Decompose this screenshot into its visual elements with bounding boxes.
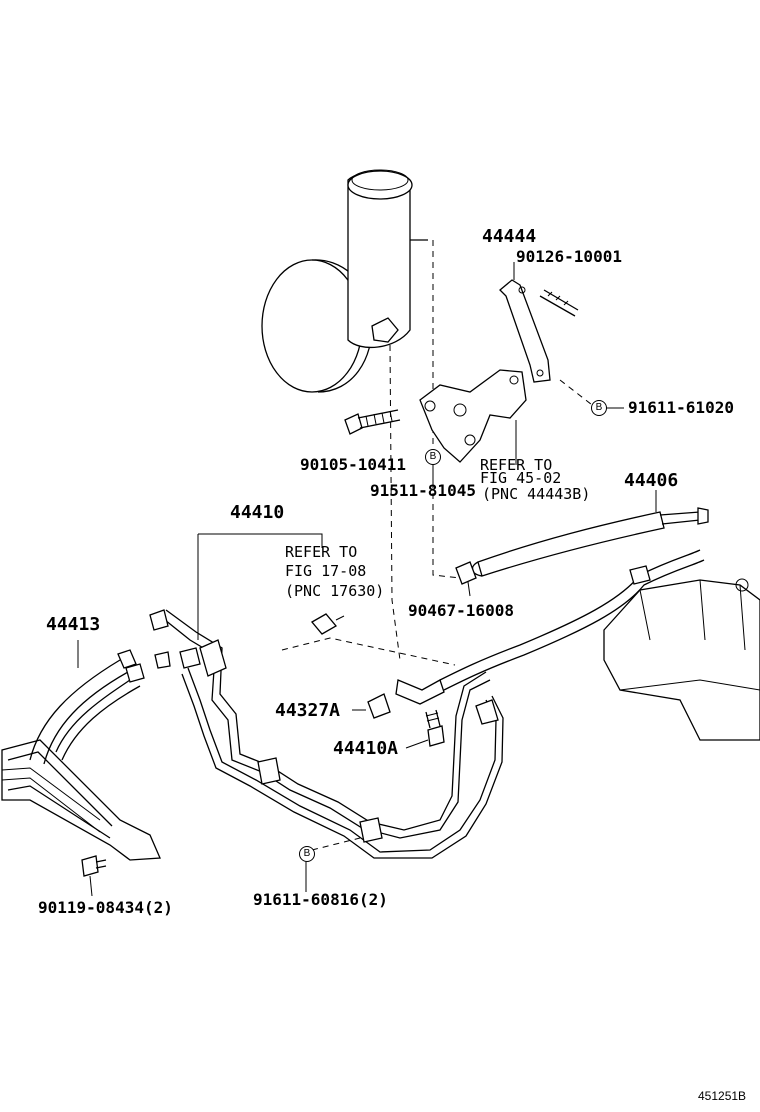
bolt-90119 <box>81 855 107 897</box>
label-44406: 44406 <box>624 470 679 491</box>
clamp-44327a <box>367 693 391 719</box>
bracket-44444 <box>499 279 551 383</box>
label-44410a: 44410A <box>333 738 399 759</box>
refer-fig-17-08-line3: (PNC 17630) <box>285 582 385 600</box>
label-44413: 44413 <box>46 614 101 635</box>
refer-fig-17-08-line2: FIG 17-08 <box>285 562 367 580</box>
label-44410: 44410 <box>230 502 285 523</box>
tube-assembly-44410 <box>149 609 504 859</box>
bolt-90105 <box>344 409 401 435</box>
label-44444: 44444 <box>482 226 537 247</box>
guide-line-reservoir <box>432 240 461 579</box>
guide-line-return <box>389 344 401 661</box>
pump-bracket <box>419 369 527 463</box>
label-90105-10411: 90105-10411 <box>300 455 406 474</box>
stud-90126 <box>539 289 579 317</box>
refer-fig-45-02-line2: FIG 45-02 <box>480 469 562 487</box>
figure-code: 451251B <box>698 1089 747 1103</box>
label-90467-16008: 90467-16008 <box>408 601 514 620</box>
guide-line-bolt-b3 <box>311 837 361 851</box>
pressure-switch <box>311 613 345 635</box>
label-90119-08434: 90119-08434(2) <box>38 898 173 917</box>
hose-44406 <box>471 507 709 577</box>
label-90126-10001: 90126-10001 <box>516 247 622 266</box>
marker-b-91611-60816: B <box>299 846 315 862</box>
clamp-90467 <box>455 561 477 597</box>
pressure-tube <box>439 549 705 691</box>
leader-44410 <box>197 533 323 640</box>
cooler-44413 <box>29 649 145 765</box>
refer-fig-45-02-line1: REFER TO <box>480 456 553 474</box>
guide-line-switch <box>281 637 456 666</box>
label-91611-60816: 91611-60816(2) <box>253 890 388 909</box>
marker-b-91511-81045: B <box>425 449 441 465</box>
bolt-44410a <box>425 709 445 747</box>
label-44327a: 44327A <box>275 700 341 721</box>
reservoir-tank <box>347 169 428 349</box>
marker-b-91611-61020: B <box>591 400 607 416</box>
tube-bracket <box>395 679 445 705</box>
leader-44410a <box>405 739 429 749</box>
cooler-frame <box>1 739 161 861</box>
refer-fig-45-02-line3: (PNC 44443B) <box>482 485 591 503</box>
refer-fig-17-08-line1: REFER TO <box>285 543 358 561</box>
guide-line-bolt-b1 <box>559 379 597 409</box>
steering-gear <box>603 578 760 741</box>
label-91511-81045: 91511-81045 <box>370 481 476 500</box>
label-91611-61020: 91611-61020 <box>628 398 734 417</box>
